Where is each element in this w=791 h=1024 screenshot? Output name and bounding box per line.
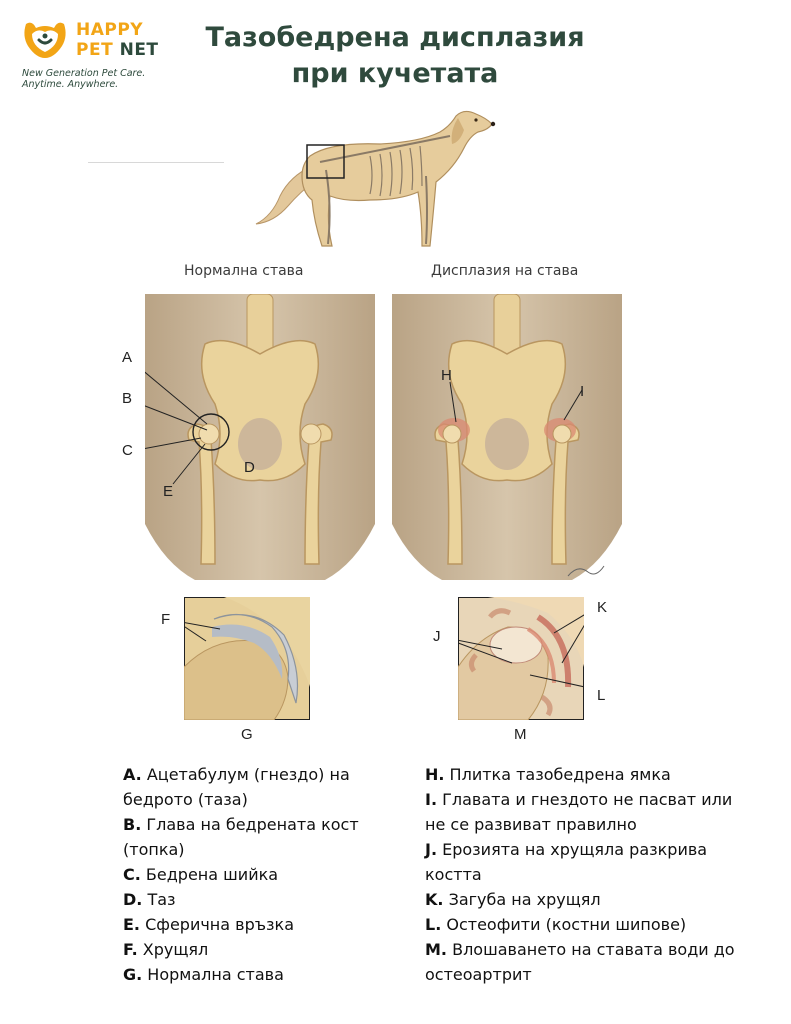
legend-normal: A. Ацетабулум (гнездо) на бедрото (таза)… <box>123 762 393 987</box>
normal-hip-xray-illustration <box>145 294 375 580</box>
dog-skeleton-illustration <box>255 110 496 247</box>
legend-item: F. Хрущял <box>123 940 209 959</box>
hip-highlight-box <box>306 144 345 179</box>
legend-item: G. Нормална става <box>123 965 284 984</box>
logo-wordmark-happy: HAPPY <box>76 20 144 40</box>
dysplasia-joint-closeup <box>458 597 584 720</box>
legend-item: J. Ерозията на хрущяла разкрива костта <box>425 840 708 884</box>
page-title: Тазобедрена дисплазия при кучетата <box>205 22 585 89</box>
label-m: M <box>514 726 527 743</box>
label-k: K <box>597 599 608 616</box>
caption-dysplasia-joint: Дисплазия на става <box>431 263 579 279</box>
normal-joint-closeup <box>184 597 310 720</box>
label-i: I <box>580 383 585 400</box>
logo-tagline: New Generation Pet Care. Anytime. Anywhe… <box>22 68 146 90</box>
legend-item: K. Загуба на хрущял <box>425 890 601 909</box>
label-f: F <box>161 611 171 628</box>
legend-item: C. Бедрена шийка <box>123 865 279 884</box>
label-h: H <box>441 367 452 384</box>
legend-item: H. Плитка тазобедрена ямка <box>425 765 671 784</box>
label-e: E <box>163 483 174 500</box>
legend-item: M. Влошаването на ставата води до остеоа… <box>425 940 735 984</box>
label-l: L <box>597 687 606 704</box>
dysplasia-hip-xray-illustration <box>392 294 622 580</box>
label-j: J <box>433 628 441 645</box>
brand-logo: HAPPY PET NET New Generation Pet Care. A… <box>20 14 210 94</box>
label-c: C <box>122 442 133 459</box>
label-a: A <box>122 349 133 366</box>
logo-wordmark-petnet: PET NET <box>76 40 159 60</box>
legend-item: E. Сферична връзка <box>123 915 295 934</box>
legend-dysplasia: H. Плитка тазобедрена ямка I. Главата и … <box>425 762 735 987</box>
legend-item: D. Таз <box>123 890 176 909</box>
label-b: B <box>122 390 133 407</box>
divider <box>88 162 224 163</box>
legend-item: B. Глава на бедрената кост (топка) <box>123 815 359 859</box>
label-d: D <box>244 459 255 476</box>
caption-normal-joint: Нормална става <box>184 263 304 279</box>
dog-face-logo-icon <box>24 22 66 59</box>
legend-item: A. Ацетабулум (гнездо) на бедрото (таза) <box>123 765 350 809</box>
legend-item: I. Главата и гнездото не пасват или не с… <box>425 790 733 834</box>
label-g: G <box>241 726 253 743</box>
legend-item: L. Остеофити (костни шипове) <box>425 915 687 934</box>
